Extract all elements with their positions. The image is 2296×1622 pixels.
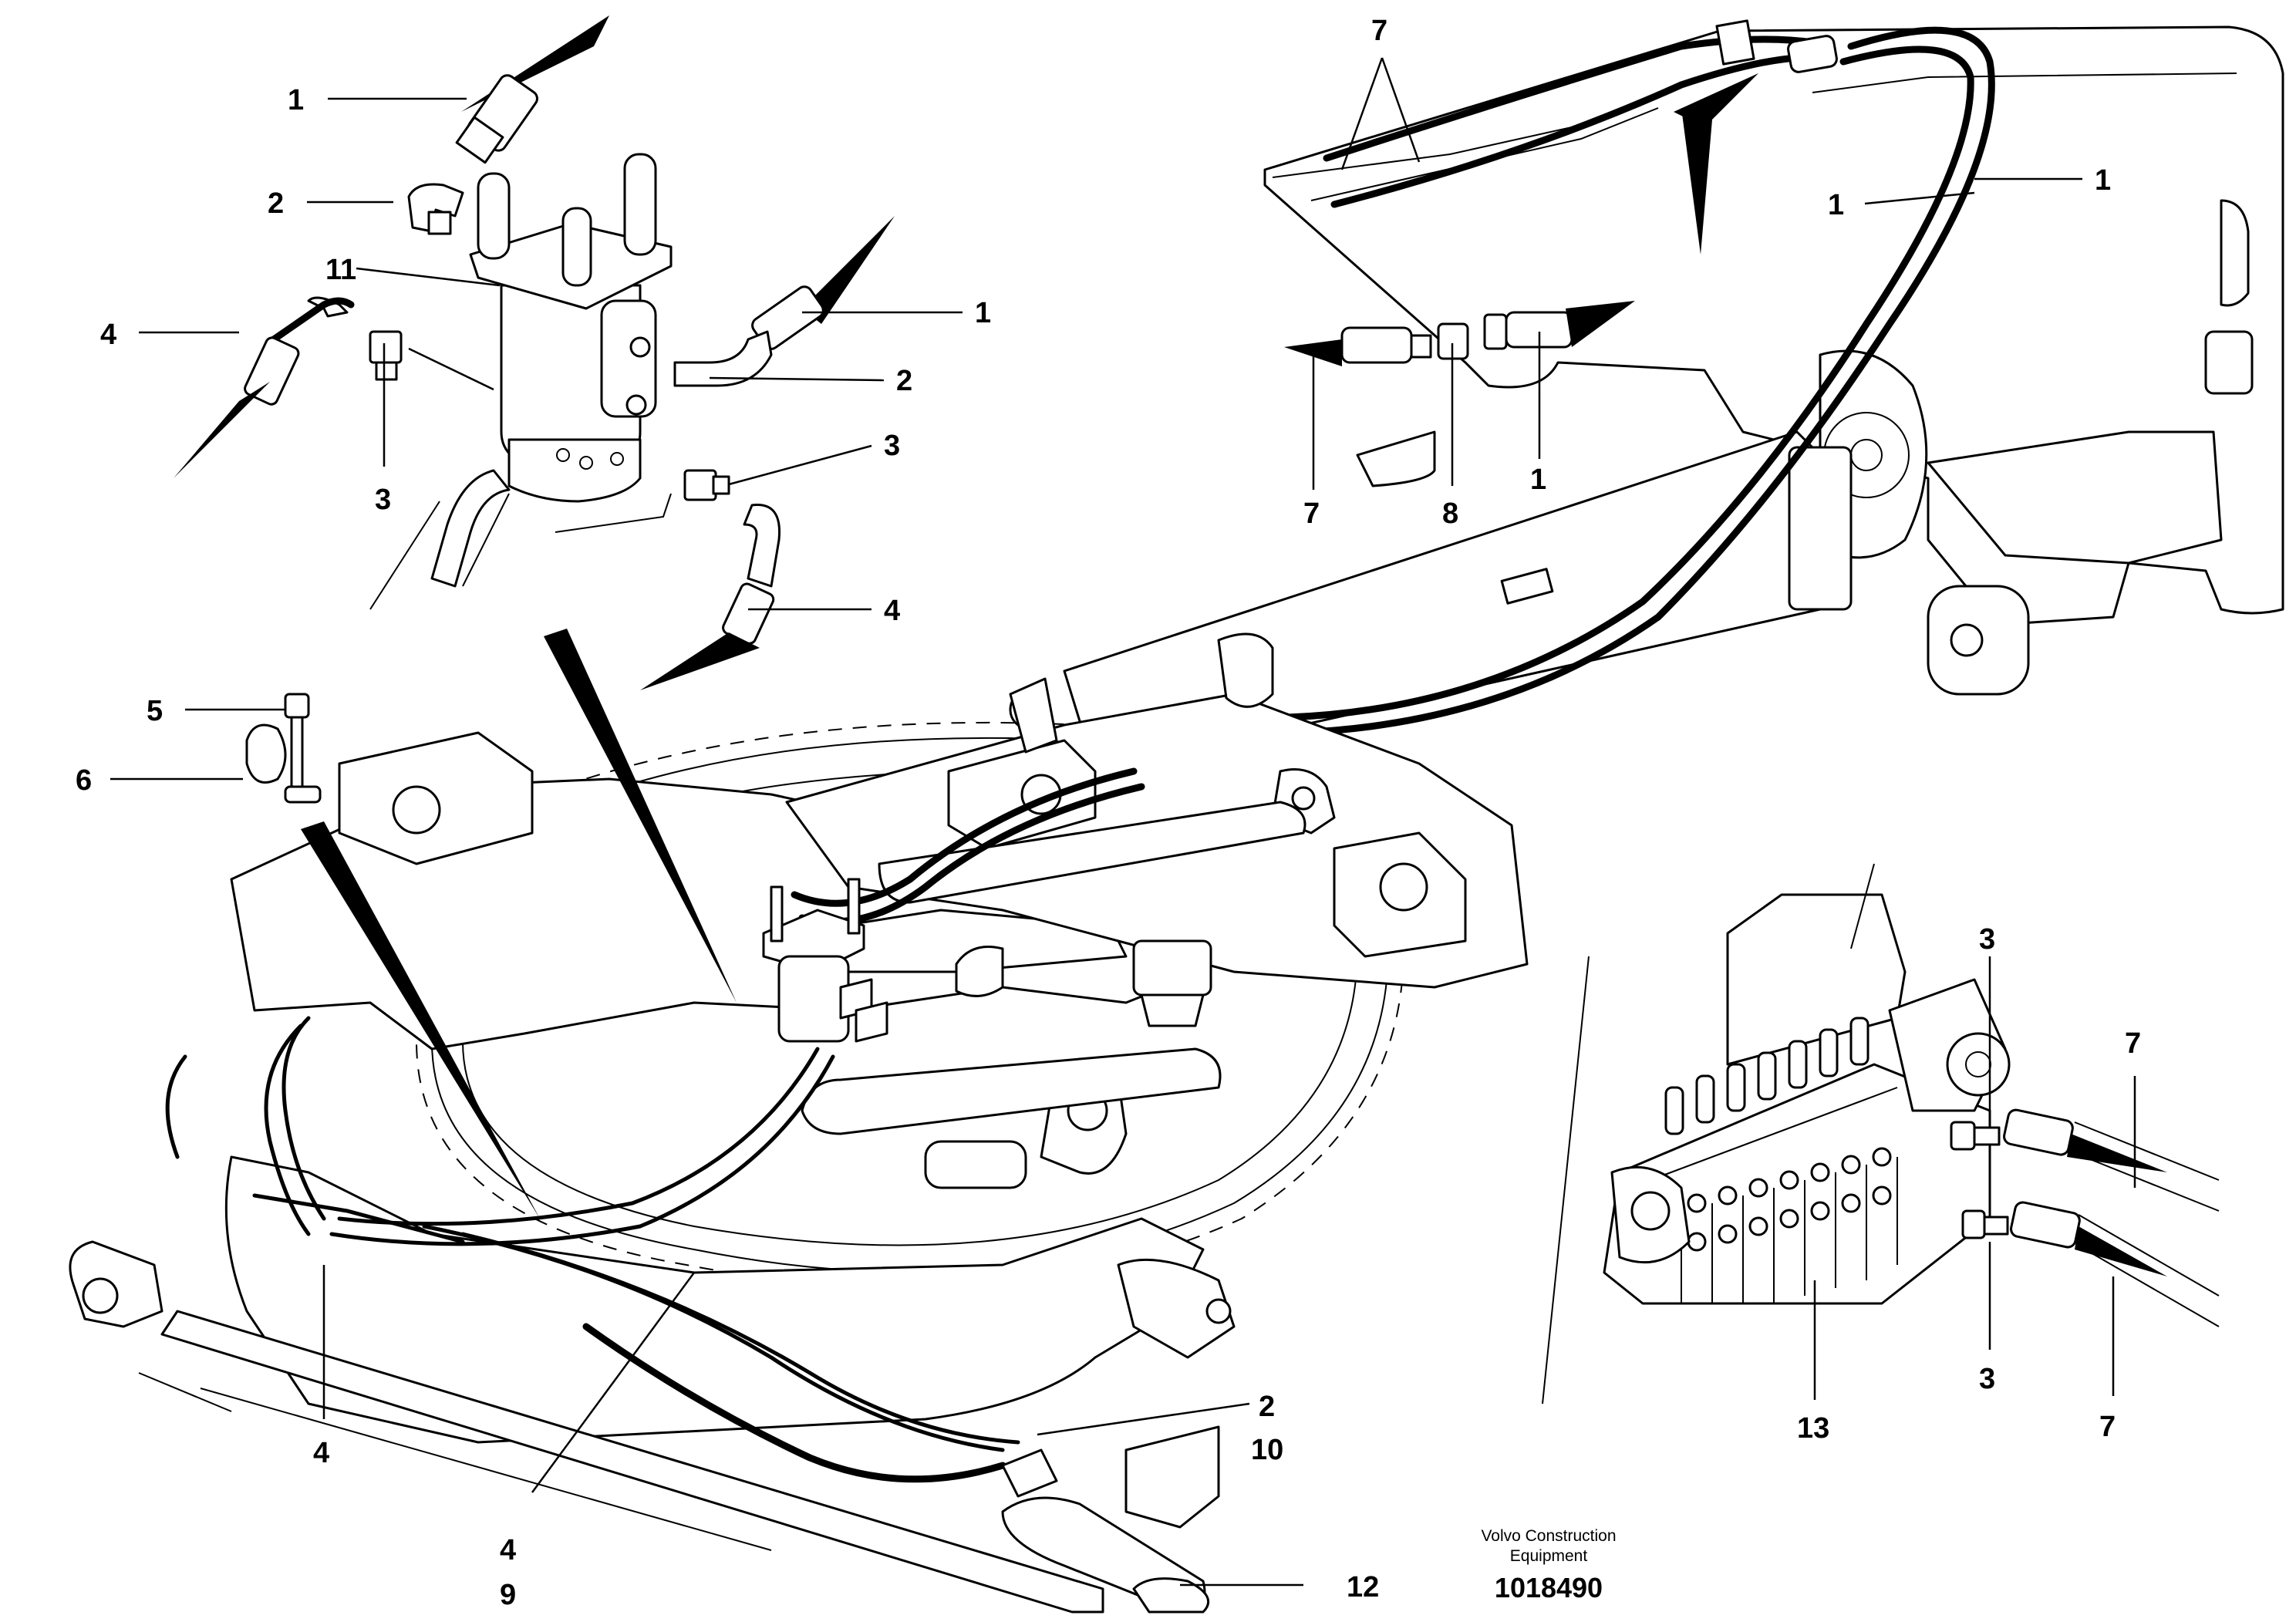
straight-fitting-3 (369, 330, 403, 381)
callout-1-top: 1 (288, 84, 304, 116)
control-valve-detail (1542, 863, 2220, 1404)
valve-port-pipe (623, 153, 657, 256)
valve-port-pipe (561, 207, 592, 287)
valve-ports (1687, 1147, 1892, 1252)
port-hole (629, 336, 651, 358)
callout-7-valve-bottom: 7 (2099, 1411, 2116, 1443)
clamp-bracket (1356, 430, 1436, 487)
callout-12: 12 (1347, 1571, 1379, 1603)
callout-13: 13 (1797, 1412, 1829, 1445)
hose-assembly-1-right (751, 216, 895, 350)
swivel-valve-base (507, 438, 642, 503)
callout-6: 6 (76, 764, 92, 797)
spool-caps (1664, 1017, 1870, 1135)
callout-7-top: 7 (1371, 15, 1387, 47)
callout-4-front-center: 4 (500, 1534, 516, 1566)
callout-1-hose-a: 1 (1828, 189, 1844, 221)
callout-1-hose-b: 1 (2095, 164, 2111, 197)
callout-8: 8 (1442, 497, 1458, 530)
document-number: 1018490 (1495, 1572, 1603, 1603)
callout-11: 11 (325, 254, 356, 286)
callout-1-fitting: 1 (1530, 464, 1546, 496)
callout-7-fitting: 7 (1303, 497, 1320, 530)
callout-2-front: 2 (1259, 1391, 1275, 1423)
brand-subtitle: Equipment (1510, 1547, 1588, 1565)
callout-4-right: 4 (884, 595, 900, 627)
footer: Volvo Construction Equipment 1018490 (1481, 1527, 1616, 1603)
callout-3-valve-top: 3 (1979, 923, 1995, 956)
straight-fitting-3-right (683, 469, 730, 501)
hose-assembly-4-left (174, 296, 355, 478)
elbow-fitting-2 (407, 183, 464, 235)
callout-7-valve-top: 7 (2125, 1027, 2141, 1060)
elbow-fitting-2-right (673, 330, 773, 387)
callout-4-front-left: 4 (313, 1437, 329, 1469)
articulation-pin (69, 1240, 164, 1328)
callout-3-right: 3 (884, 430, 900, 462)
fitting-row (1284, 301, 1635, 366)
port-hole (625, 394, 647, 416)
hose-7-upper (1323, 35, 1816, 162)
swivel-valve-detail (174, 15, 895, 690)
hose-assembly-4-right (640, 504, 781, 690)
callout-10: 10 (1251, 1434, 1283, 1466)
hose-clamp-5-6 (245, 693, 322, 804)
control-valve-bracket (1726, 893, 1907, 1066)
brand-name: Volvo Construction (1481, 1527, 1616, 1545)
callout-2-top: 2 (268, 187, 284, 220)
main-frame-assembly (69, 632, 1529, 1614)
pointer-wedges (301, 629, 737, 1219)
hose-assembly-1-top (455, 15, 609, 164)
callout-2-right: 2 (896, 365, 912, 397)
steering-cylinder (878, 801, 1306, 904)
callout-9: 9 (500, 1579, 516, 1611)
valve-port-pipe (477, 172, 511, 260)
leader-lines (110, 57, 2136, 1587)
callout-3-valve-bottom: 3 (1979, 1363, 1995, 1395)
callout-4-left: 4 (100, 319, 116, 351)
callout-labels: 1 2 11 4 3 1 2 3 4 7 1 1 7 8 1 5 6 3 7 3… (76, 15, 2141, 1611)
callout-3-left: 3 (375, 484, 391, 516)
valve-side-port (600, 299, 657, 418)
callout-1-right: 1 (975, 297, 991, 329)
hose-7-lower (1330, 53, 1824, 208)
cylinder-eye (1132, 1577, 1210, 1614)
callout-5: 5 (147, 695, 163, 727)
main-hose-1 (791, 767, 1138, 907)
